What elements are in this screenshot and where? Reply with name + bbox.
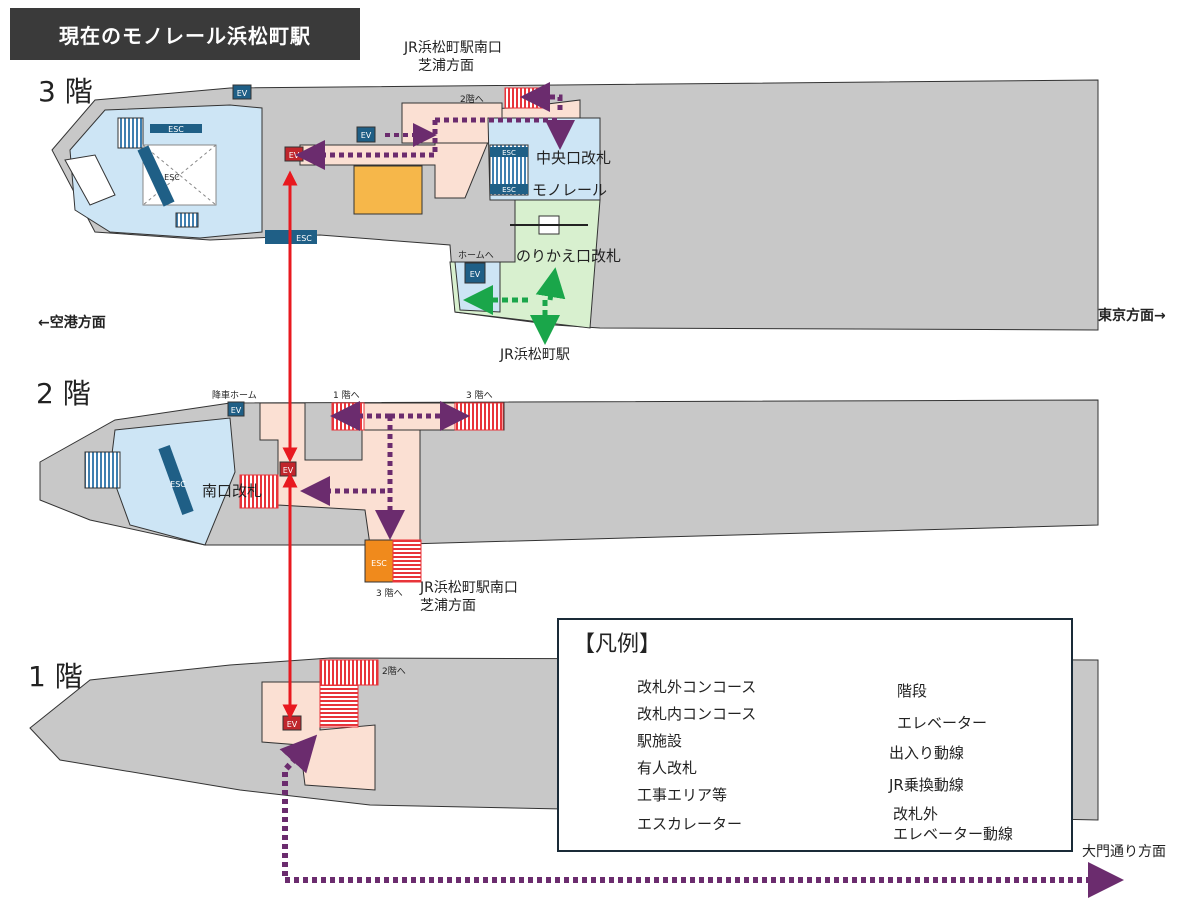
legend-entry-route: 出入り動線: [889, 744, 965, 762]
legend-staffed-gate: 有人改札: [637, 759, 698, 777]
legend-station-facility: 駅施設: [637, 732, 683, 750]
label-to-2f-from-3f: 2階へ: [460, 95, 484, 105]
gate-monorail: モノレール: [532, 181, 608, 199]
direction-airport: ←空港方面: [38, 315, 106, 331]
legend-unpaid-concourse: 改札外コンコース: [637, 678, 757, 696]
legend-title: 【凡例】: [573, 632, 662, 657]
legend-escalator: エスカレーター: [637, 815, 743, 833]
floor-3-plan: ESC ESC ESC ESC ESC EV EV EV EV: [51, 79, 1099, 331]
legend-outside-gate: 改札外: [893, 805, 939, 823]
gate-south: 南口改札: [202, 482, 263, 500]
svg-text:EV: EV: [289, 151, 300, 160]
legend: 【凡例】 改札外コンコース 改札内コンコース 駅施設 有人改札 工事エリア等 エ…: [557, 618, 1073, 852]
svg-text:ESC: ESC: [502, 149, 516, 157]
direction-shibaura-3f: 芝浦方面: [418, 58, 474, 74]
legend-construction: 工事エリア等: [637, 786, 728, 804]
svg-text:ESC: ESC: [164, 173, 180, 182]
floor-3-label: 3 階: [38, 75, 93, 108]
map-title: 現在のモノレール浜松町駅: [10, 8, 360, 60]
floor-1-label: 1 階: [28, 660, 83, 693]
gate-transfer: のりかえ口改札: [516, 247, 622, 265]
svg-text:EV: EV: [231, 406, 242, 415]
legend-elevator-route: エレベーター動線: [893, 825, 1014, 843]
svg-text:EV: EV: [470, 270, 481, 279]
routes: [279, 82, 1124, 898]
svg-text:EV: EV: [237, 89, 248, 98]
legend-paid-concourse: 改札内コンコース: [637, 705, 757, 723]
label-to-1f: 1 階へ: [333, 391, 360, 401]
svg-text:EV: EV: [361, 131, 372, 140]
svg-text:ESC: ESC: [296, 234, 312, 243]
direction-shibaura-2f: 芝浦方面: [420, 598, 476, 614]
label-alight-home: 降車ホーム: [212, 391, 257, 401]
svg-text:ESC: ESC: [168, 125, 184, 134]
gate-central: 中央口改札: [536, 149, 612, 167]
label-to-3f-escalator: 3 階へ: [376, 589, 403, 599]
legend-stairs: 階段: [897, 682, 928, 700]
svg-text:ESC: ESC: [170, 480, 186, 489]
floor-2-label: 2 階: [36, 377, 91, 410]
floor-2-plan: ESC ESC EV EV: [39, 399, 1099, 583]
direction-tokyo: 東京方面→: [1098, 308, 1166, 324]
direction-jr-south-3f: JR浜松町駅南口: [404, 40, 502, 56]
label-to-2f-from-1f: 2階へ: [382, 667, 406, 677]
direction-jr-station: JR浜松町駅: [500, 347, 570, 363]
label-to-home: ホームへ: [458, 251, 494, 261]
svg-text:ESC: ESC: [371, 559, 387, 568]
svg-text:ESC: ESC: [502, 186, 516, 194]
label-to-3f: 3 階へ: [466, 391, 493, 401]
legend-jr-transfer-route: JR乗換動線: [889, 776, 964, 794]
svg-text:EV: EV: [283, 466, 294, 475]
legend-elevator: エレベーター: [897, 714, 988, 732]
direction-daimon: 大門通り方面: [1082, 844, 1166, 860]
direction-jr-south-2f: JR浜松町駅南口: [420, 580, 518, 596]
svg-text:EV: EV: [287, 720, 298, 729]
